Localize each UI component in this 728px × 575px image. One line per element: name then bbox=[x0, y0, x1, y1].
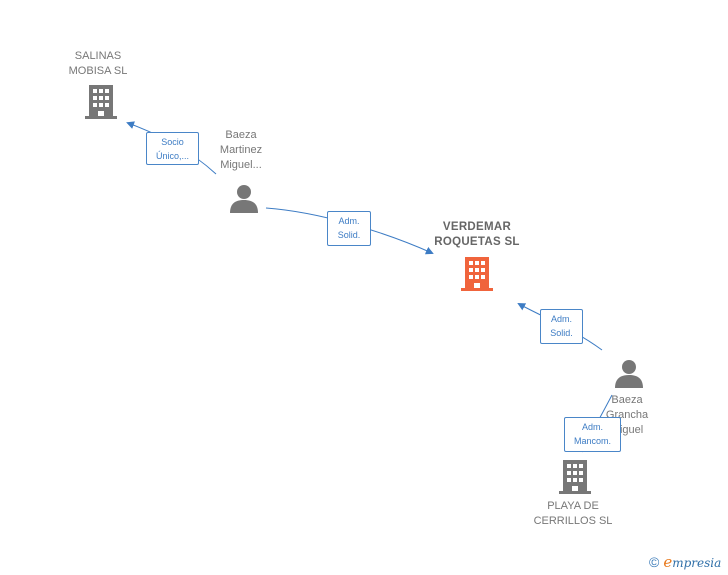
node-label-baeza-martinez: Baeza Martinez Miguel... bbox=[219, 129, 263, 171]
node-label-verdemar-roquetas: VERDEMAR ROQUETAS SL bbox=[434, 221, 520, 248]
person-icon[interactable] bbox=[229, 183, 259, 213]
brand-logo: ©empresia bbox=[649, 553, 721, 571]
brand-text: mpresia bbox=[672, 556, 722, 570]
edge-label-socio-unico[interactable]: Socio Único,... bbox=[146, 132, 199, 165]
building-icon[interactable] bbox=[559, 460, 591, 494]
edge-label-adm-solid-1[interactable]: Adm. Solid. bbox=[327, 211, 371, 246]
edge-label-adm-mancom[interactable]: Adm. Mancom. bbox=[564, 417, 621, 452]
node-label-playa-cerrillos: PLAYA DE CERRILLOS SL bbox=[533, 500, 613, 527]
building-icon[interactable] bbox=[85, 85, 117, 119]
building-icon-main[interactable] bbox=[461, 257, 493, 291]
brand-mark: e bbox=[663, 553, 673, 571]
copyright-symbol: © bbox=[649, 554, 660, 570]
person-icon[interactable] bbox=[614, 358, 644, 388]
edge-label-adm-solid-2[interactable]: Adm. Solid. bbox=[540, 309, 583, 344]
node-label-salinas-mobisa: SALINAS MOBISA SL bbox=[68, 50, 128, 77]
